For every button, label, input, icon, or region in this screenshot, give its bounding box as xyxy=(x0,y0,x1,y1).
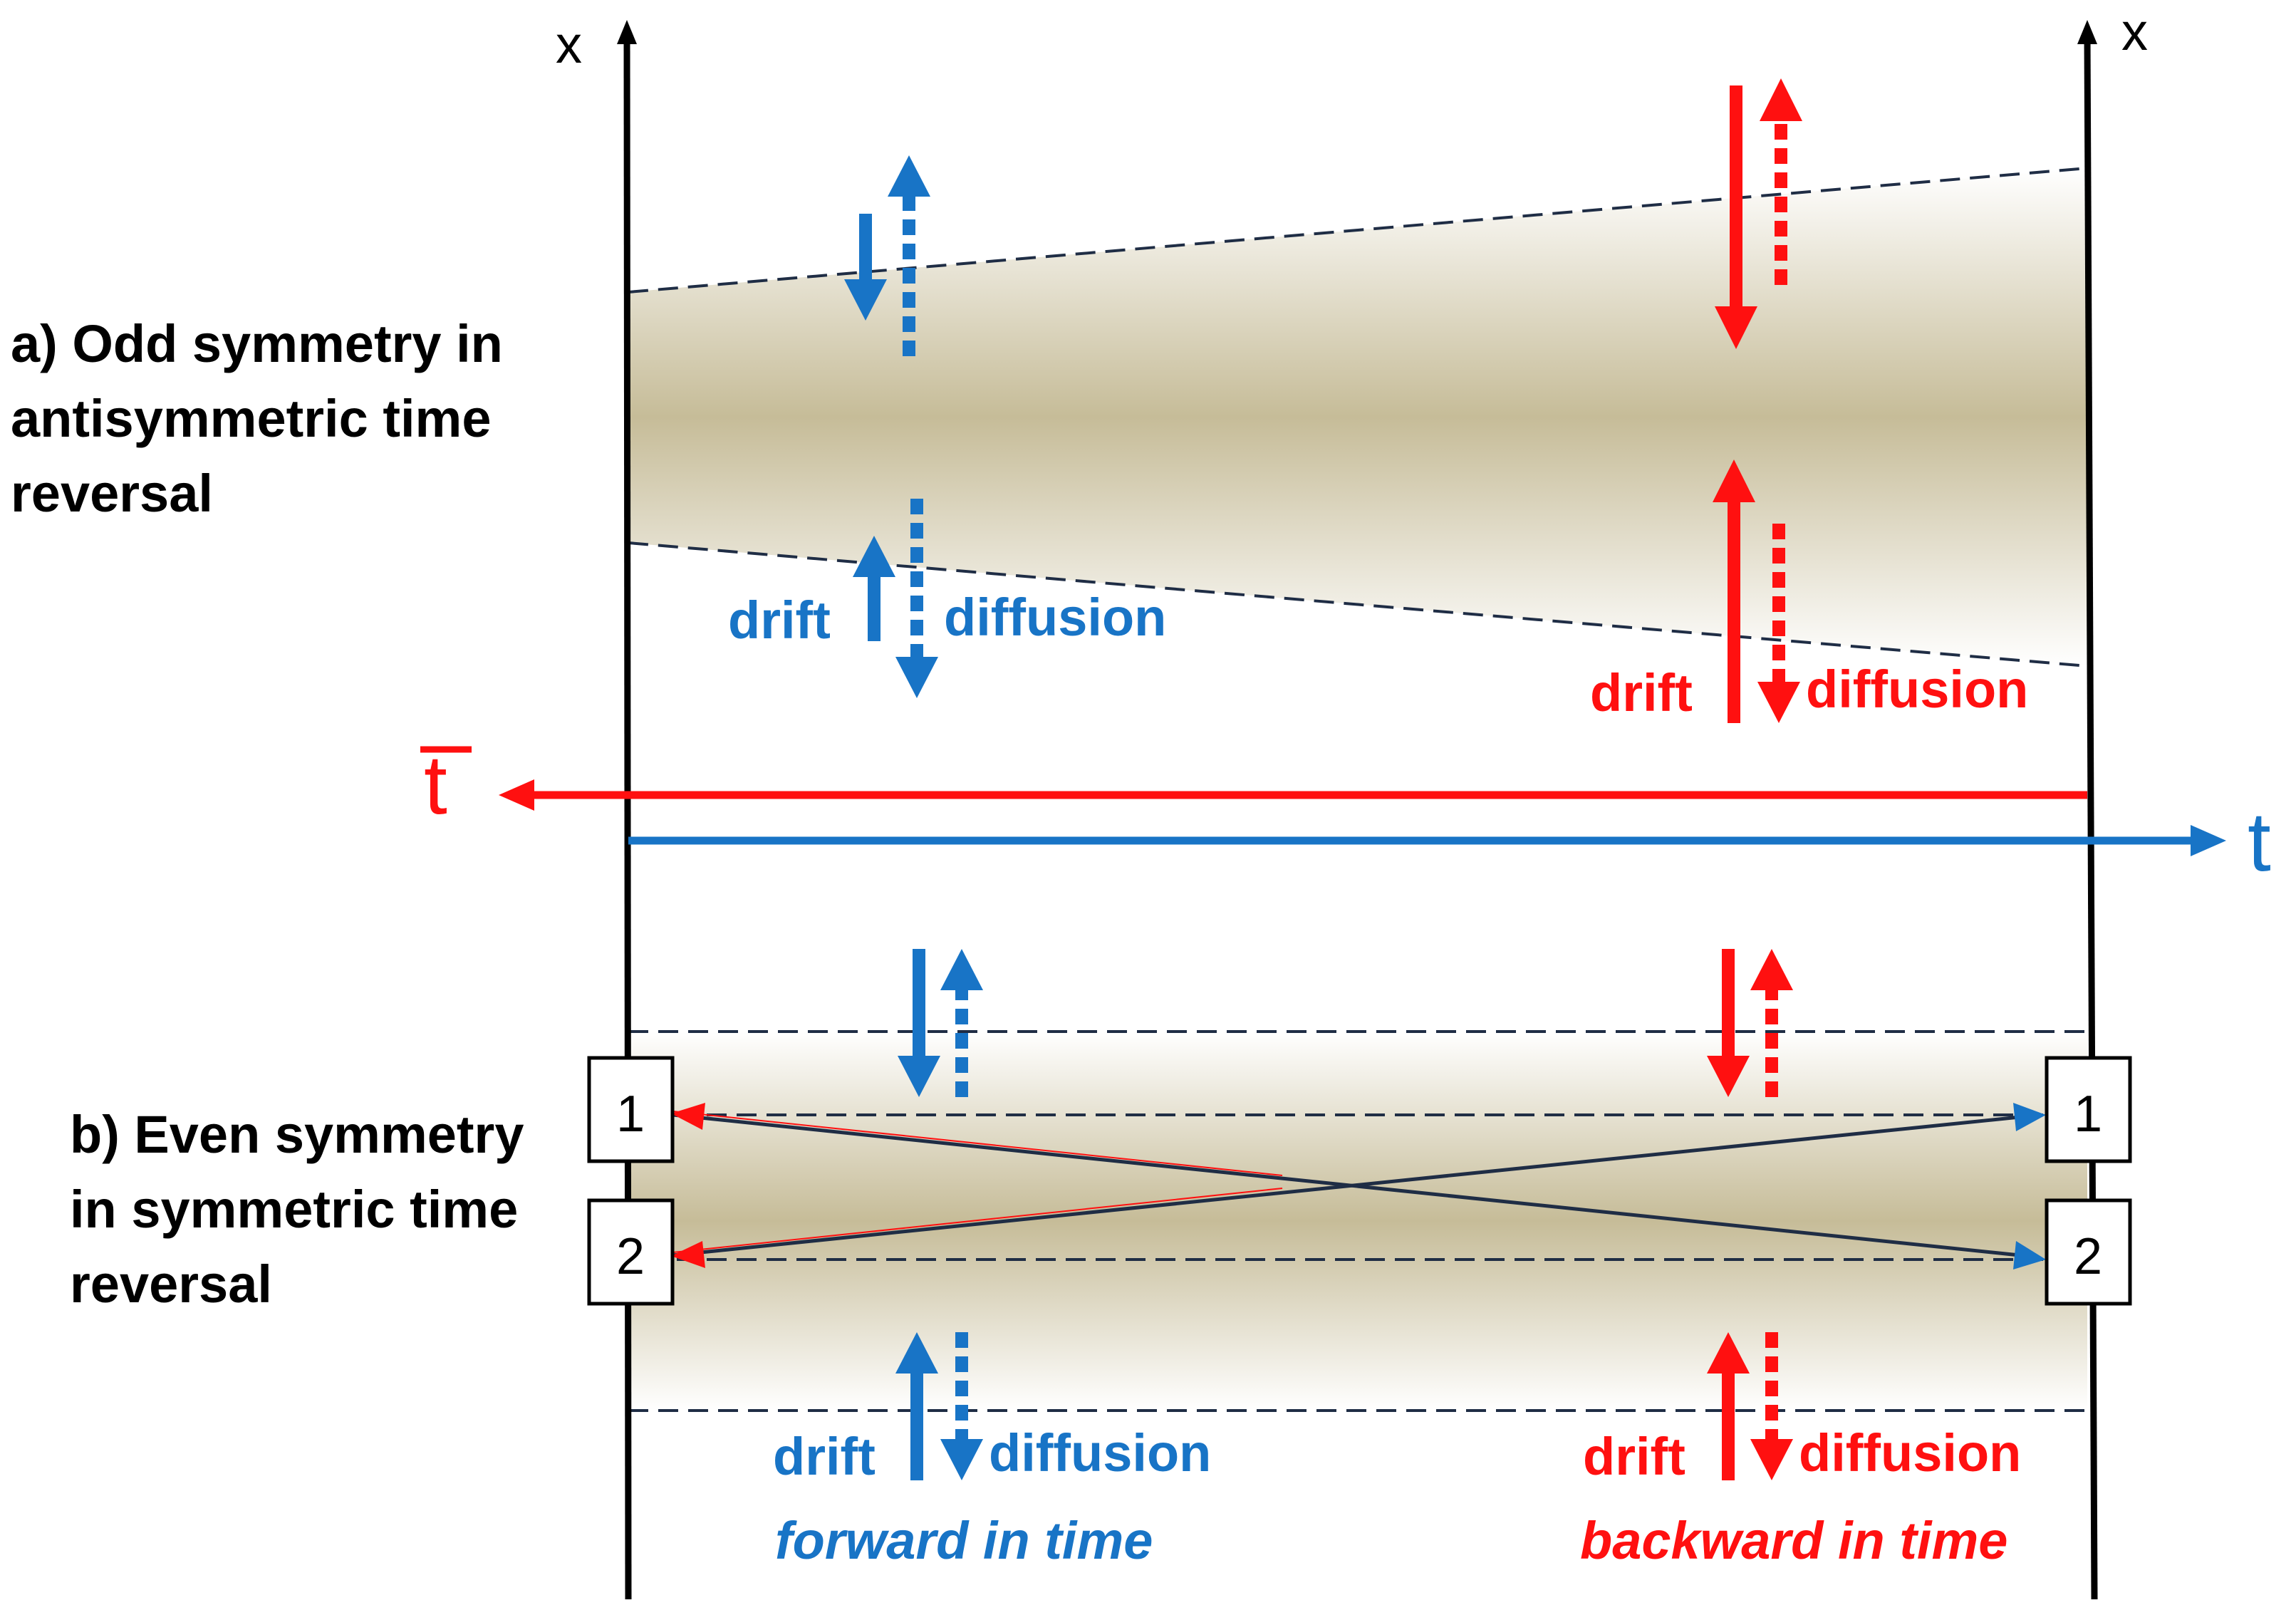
drift-arrow-forward-b-top xyxy=(898,949,940,1097)
x-axis-label-left: x xyxy=(556,15,582,74)
forward-time-label: t xyxy=(2248,795,2271,889)
diffusion-arrow-forward-b-top xyxy=(940,949,983,1097)
box-left-1: 1 xyxy=(587,1056,675,1163)
band-panel-a xyxy=(628,168,2087,666)
right-x-axis xyxy=(2077,20,2098,1600)
panel-a-title-line-3: reversal xyxy=(11,464,213,523)
cross-line-forward-2-to-1 xyxy=(672,1103,2046,1257)
svg-text:2: 2 xyxy=(616,1228,645,1285)
drift-arrow-forward-a-bottom xyxy=(853,536,895,641)
diffusion-arrow-backward-a-bottom xyxy=(1757,524,1800,723)
svg-text:2: 2 xyxy=(2074,1228,2102,1285)
diffusion-arrow-backward-a-top xyxy=(1760,78,1802,285)
drift-arrow-backward-a-bottom xyxy=(1713,459,1755,723)
backward-time-label: t xyxy=(424,738,447,832)
box-right-2: 2 xyxy=(2045,1198,2132,1306)
backward-time-axis xyxy=(499,779,2087,811)
panel-b-title-line-1: b) Even symmetry xyxy=(70,1105,524,1164)
drift-label-forward-a: drift xyxy=(728,591,831,650)
box-left-2: 2 xyxy=(587,1198,675,1306)
panel-b-title-line-2: in symmetric time xyxy=(70,1180,518,1239)
forward-in-time-label: forward in time xyxy=(775,1511,1153,1570)
diffusion-arrow-forward-a-bottom xyxy=(895,499,938,698)
diffusion-arrow-backward-b-top xyxy=(1750,949,1793,1097)
drift-label-forward-b: drift xyxy=(773,1427,876,1486)
left-x-axis xyxy=(617,20,637,1600)
backward-in-time-label: backward in time xyxy=(1580,1511,2007,1570)
forward-time-axis xyxy=(628,825,2226,856)
drift-label-backward-b: drift xyxy=(1583,1427,1685,1486)
diffusion-label-forward-a: diffusion xyxy=(944,588,1166,647)
drift-label-backward-a: drift xyxy=(1590,663,1693,722)
cross-line-backward-heads xyxy=(671,1103,1283,1268)
panel-a-title-line-2: antisymmetric time xyxy=(11,389,492,448)
panel-a-title-line-1: a) Odd symmetry in xyxy=(11,314,503,373)
svg-text:1: 1 xyxy=(616,1086,645,1143)
panel-b-title-line-3: reversal xyxy=(70,1255,272,1314)
x-axis-label-right: x xyxy=(2121,2,2148,61)
diffusion-arrow-backward-b-bottom xyxy=(1750,1332,1793,1480)
drift-arrow-forward-b-bottom xyxy=(895,1332,938,1480)
drift-arrow-backward-a-top xyxy=(1715,85,1757,349)
drift-arrow-backward-b-bottom xyxy=(1707,1332,1750,1480)
drift-arrow-forward-a-top xyxy=(844,214,887,321)
diffusion-label-forward-b: diffusion xyxy=(989,1423,1211,1482)
svg-text:1: 1 xyxy=(2074,1086,2102,1143)
band-panel-b xyxy=(628,1032,2087,1411)
box-right-1: 1 xyxy=(2045,1056,2132,1163)
diffusion-arrow-forward-a-top xyxy=(888,155,930,356)
drift-arrow-backward-b-top xyxy=(1707,949,1750,1097)
diffusion-arrow-forward-b-bottom xyxy=(940,1332,983,1480)
diffusion-label-backward-a: diffusion xyxy=(1806,660,2028,719)
diffusion-label-backward-b: diffusion xyxy=(1799,1423,2021,1482)
